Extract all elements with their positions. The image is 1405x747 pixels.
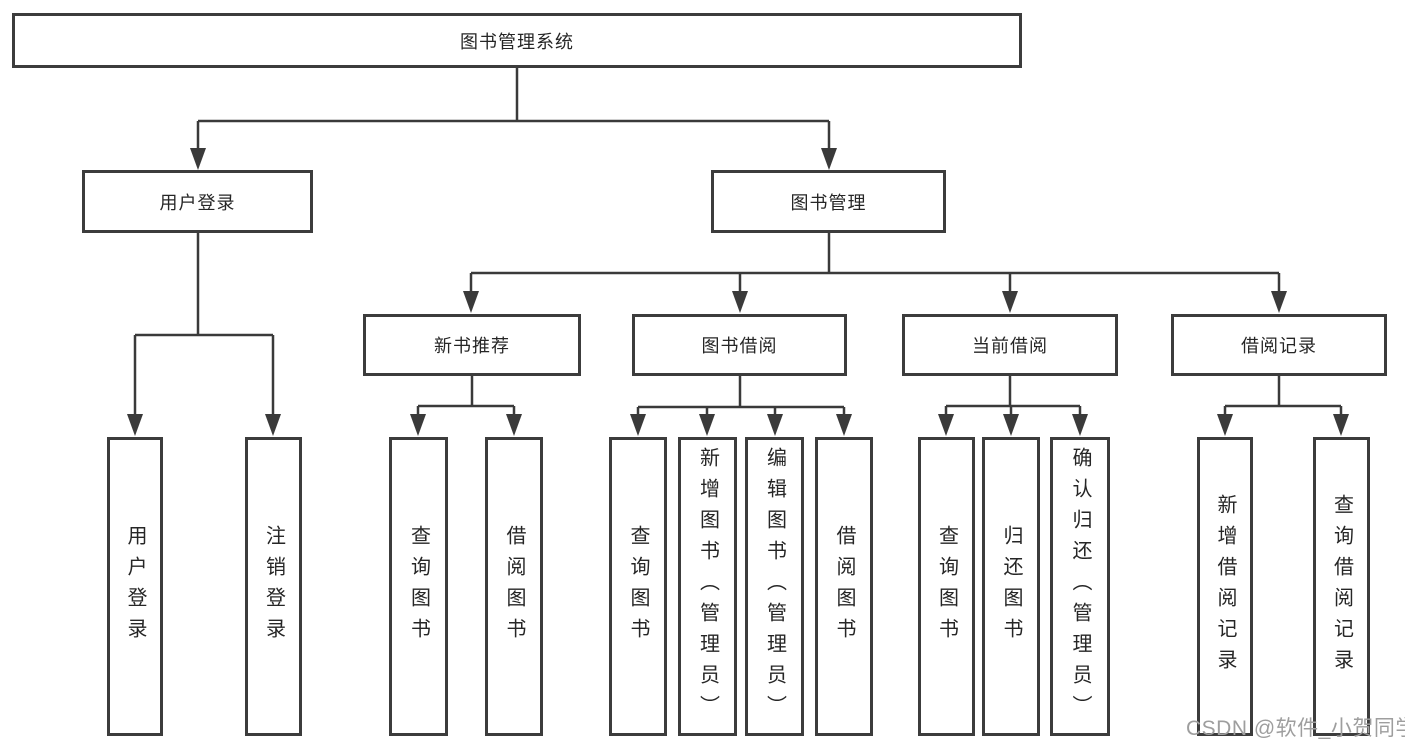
arrowhead xyxy=(506,414,522,436)
arrowhead xyxy=(265,414,281,436)
node-new-book-recommend: 新书推荐 xyxy=(363,314,581,376)
arrowhead xyxy=(1271,291,1287,313)
arrowhead xyxy=(127,414,143,436)
node-current-borrowing: 当前借阅 xyxy=(902,314,1118,376)
leaf-nbr-query-books: 查询图书 xyxy=(389,437,448,736)
arrowhead xyxy=(463,291,479,313)
arrowhead xyxy=(1333,414,1349,436)
leaf-bb-borrow-books: 借阅图书 xyxy=(815,437,873,736)
leaf-cb-return-books: 归还图书 xyxy=(982,437,1040,736)
arrowhead xyxy=(821,148,837,170)
arrowhead xyxy=(767,414,783,436)
leaf-br-query-record: 查询借阅记录 xyxy=(1313,437,1370,736)
arrowhead xyxy=(938,414,954,436)
arrowhead xyxy=(410,414,426,436)
node-book-borrowing: 图书借阅 xyxy=(632,314,847,376)
arrowhead xyxy=(1002,291,1018,313)
arrowhead xyxy=(836,414,852,436)
arrowhead xyxy=(1003,414,1019,436)
leaf-br-add-record: 新增借阅记录 xyxy=(1197,437,1253,736)
arrowhead xyxy=(190,148,206,170)
leaf-bb-add-books-admin: 新增图书（管理员） xyxy=(678,437,737,736)
leaf-user-login: 用户登录 xyxy=(107,437,163,736)
leaf-nbr-borrow-books: 借阅图书 xyxy=(485,437,543,736)
csdn-watermark: CSDN @软件_小贺同学 xyxy=(1186,717,1405,740)
leaf-bb-query-books: 查询图书 xyxy=(609,437,667,736)
leaf-cb-confirm-return-admin: 确认归还（管理员） xyxy=(1050,437,1110,736)
arrowhead xyxy=(1217,414,1233,436)
node-borrowing-records: 借阅记录 xyxy=(1171,314,1387,376)
arrowhead xyxy=(1072,414,1088,436)
leaf-cb-query-books: 查询图书 xyxy=(918,437,975,736)
arrowhead xyxy=(699,414,715,436)
arrowhead xyxy=(630,414,646,436)
arrowhead xyxy=(732,291,748,313)
node-library-management-system: 图书管理系统 xyxy=(12,13,1022,68)
node-user-login: 用户登录 xyxy=(82,170,313,233)
leaf-bb-edit-books-admin: 编辑图书（管理员） xyxy=(745,437,804,736)
leaf-logout: 注销登录 xyxy=(245,437,302,736)
node-book-management: 图书管理 xyxy=(711,170,946,233)
